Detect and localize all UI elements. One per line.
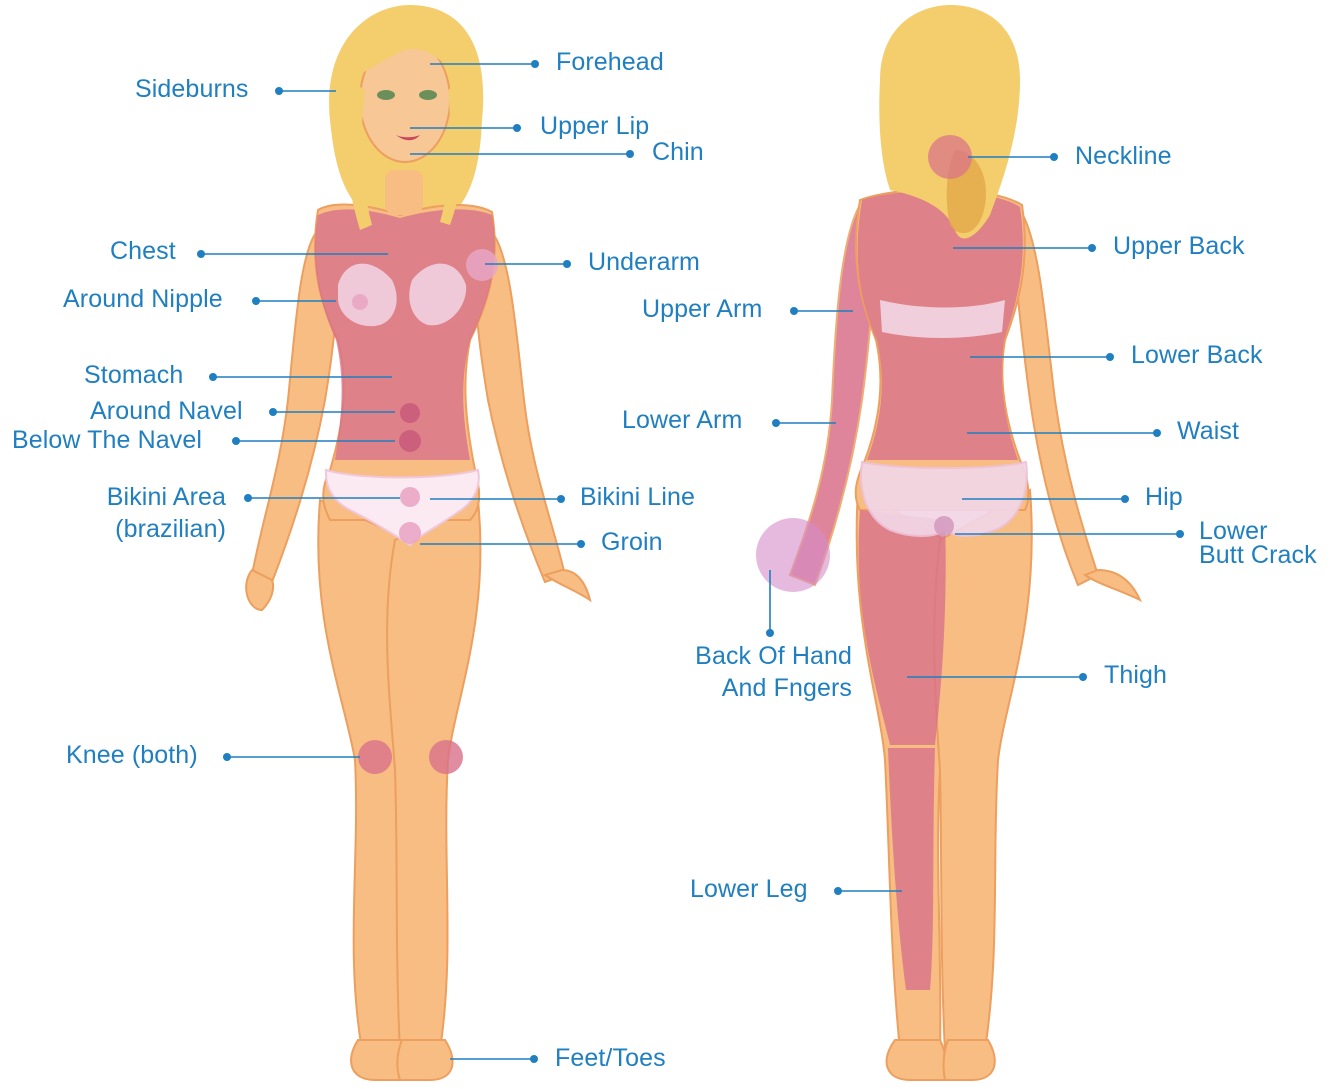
dot-upper-arm [790, 307, 798, 315]
front-spot-knee-left [358, 740, 392, 774]
back-spot-butt-crack [934, 516, 954, 536]
dot-sideburns [275, 87, 283, 95]
dot-chin [626, 150, 634, 158]
label-below-navel: Below The Navel [12, 427, 202, 454]
dot-bikini-line [557, 495, 565, 503]
label-lower-leg: Lower Leg [690, 876, 808, 903]
back-zone-thigh [859, 510, 946, 745]
dot-thigh [1079, 673, 1087, 681]
dot-lower-arm [772, 419, 780, 427]
label-waist: Waist [1177, 418, 1239, 445]
front-right-hand [545, 570, 590, 600]
front-spot-nipple [352, 294, 368, 310]
label-bikini-area: Bikini Area (brazilian) [96, 484, 226, 543]
label-lower-back: Lower Back [1131, 342, 1263, 369]
dot-hip [1121, 495, 1129, 503]
back-spot-neckline [928, 135, 972, 179]
label-neckline: Neckline [1075, 143, 1172, 170]
label-bikini-area-line1: Bikini Area [96, 484, 226, 511]
label-upper-lip: Upper Lip [540, 113, 649, 140]
dot-feet [530, 1055, 538, 1063]
front-right-leg [387, 500, 480, 1052]
label-back-hand-line2: And Fngers [680, 672, 852, 704]
dot-bikini-area [244, 494, 252, 502]
dot-around-nipple [252, 297, 260, 305]
front-right-foot [397, 1040, 452, 1080]
label-stomach: Stomach [84, 362, 183, 389]
label-lower-butt-line2: Butt Crack [1199, 543, 1317, 567]
dot-lower-butt [1176, 530, 1184, 538]
label-chest: Chest [110, 238, 176, 265]
label-knee: Knee (both) [66, 742, 198, 769]
back-spot-hand [756, 518, 830, 592]
front-eye-right [419, 90, 437, 100]
dot-chest [197, 250, 205, 258]
back-right-hand [1085, 570, 1140, 600]
dot-waist [1153, 429, 1161, 437]
dot-upper-back [1088, 244, 1096, 252]
dot-upper-lip [513, 124, 521, 132]
dot-forehead [531, 60, 539, 68]
dot-back-hand [766, 629, 774, 637]
label-groin: Groin [601, 529, 663, 556]
front-eye-left [377, 90, 395, 100]
dot-knee [223, 753, 231, 761]
label-bikini-line: Bikini Line [580, 484, 695, 511]
back-right-leg [934, 490, 1032, 1052]
front-spot-knee-right [429, 740, 463, 774]
label-around-navel: Around Navel [90, 398, 243, 425]
label-around-nipple: Around Nipple [63, 286, 223, 313]
back-left-foot [887, 1040, 947, 1080]
label-lower-butt-crack: Lower Butt Crack [1199, 519, 1317, 567]
label-hip: Hip [1145, 484, 1183, 511]
front-spot-navel [400, 403, 420, 423]
dot-groin [577, 540, 585, 548]
dot-stomach [209, 373, 217, 381]
label-bikini-area-line2: (brazilian) [96, 516, 226, 543]
front-spot-below-navel [399, 430, 421, 452]
label-sideburns: Sideburns [135, 76, 248, 103]
label-feet: Feet/Toes [555, 1045, 666, 1072]
label-upper-back: Upper Back [1113, 233, 1245, 260]
label-back-hand-line1: Back Of Hand [680, 640, 852, 672]
label-lower-butt-line1: Lower [1199, 519, 1317, 543]
front-spot-groin [399, 522, 421, 544]
label-thigh: Thigh [1104, 662, 1167, 689]
dot-below-navel [232, 437, 240, 445]
label-back-of-hand: Back Of Hand And Fngers [680, 640, 852, 704]
dot-lower-back [1106, 353, 1114, 361]
label-underarm: Underarm [588, 249, 700, 276]
back-right-foot [944, 1040, 995, 1080]
dot-around-navel [269, 408, 277, 416]
front-figure [246, 5, 590, 1080]
dot-neckline [1050, 153, 1058, 161]
front-spot-underarm [466, 249, 498, 281]
dot-lower-leg [834, 887, 842, 895]
label-chin: Chin [652, 139, 704, 166]
dot-underarm [563, 260, 571, 268]
label-lower-arm: Lower Arm [622, 407, 742, 434]
label-forehead: Forehead [556, 49, 664, 76]
label-upper-arm: Upper Arm [642, 296, 762, 323]
front-spot-bikini [400, 487, 420, 507]
front-neck [385, 170, 423, 215]
